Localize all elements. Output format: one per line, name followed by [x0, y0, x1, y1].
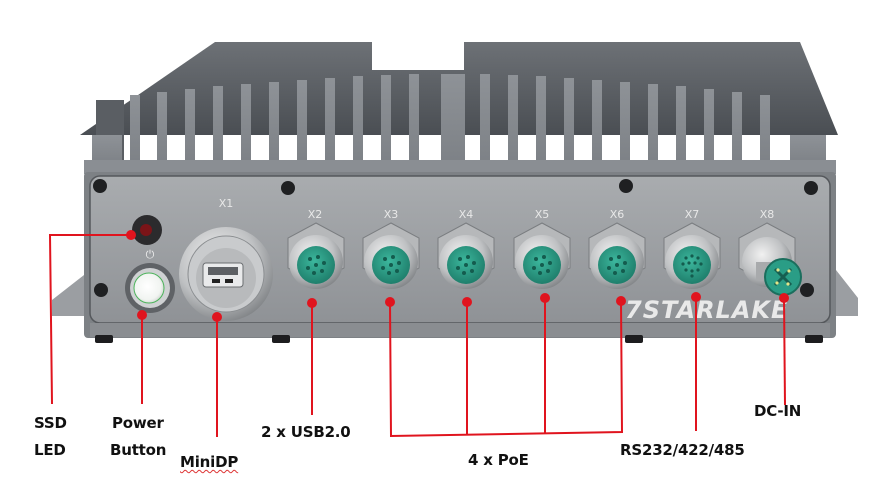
- callout-lines: [48, 234, 786, 438]
- callout-serial: RS232/422/485: [620, 441, 745, 459]
- port-label-x4: X4: [459, 208, 474, 221]
- serial-port-x7[interactable]: [663, 222, 721, 289]
- poe-port-x5[interactable]: [513, 222, 571, 289]
- usb-port-x2[interactable]: [287, 222, 345, 289]
- port-label-x7: X7: [685, 208, 700, 221]
- callout-dots: [126, 230, 789, 322]
- power-icon: ⏻: [146, 248, 155, 261]
- port-labels: X1 X2 X3 X4 X5 X6 X7 X8: [219, 197, 775, 221]
- callout-ssd-led-line2: LED: [34, 441, 66, 459]
- port-label-x3: X3: [384, 208, 399, 221]
- right-mount-bracket: [836, 270, 858, 316]
- port-label-x1: X1: [219, 197, 234, 210]
- m12-connectors: [287, 222, 802, 296]
- callout-poe: 4 x PoE: [468, 451, 529, 469]
- port-label-x2: X2: [308, 208, 323, 221]
- callout-dc-in: DC-IN: [754, 402, 802, 420]
- port-label-x6: X6: [610, 208, 625, 221]
- port-label-x5: X5: [535, 208, 550, 221]
- minidp-port-x1[interactable]: [179, 227, 273, 321]
- callout-usb: 2 x USB2.0: [261, 423, 351, 441]
- callout-power-button: Power Button: [110, 410, 166, 464]
- poe-port-x4[interactable]: [437, 222, 495, 289]
- dc-in-port-x8[interactable]: [738, 222, 802, 296]
- brand-logo: 7STARLAKE: [625, 296, 788, 324]
- callout-ssd-led-line1: SSD: [34, 414, 67, 432]
- power-button[interactable]: ⏻: [125, 248, 175, 313]
- port-label-x8: X8: [760, 208, 775, 221]
- left-mount-bracket: [52, 275, 84, 316]
- usb-port-x3[interactable]: [362, 222, 420, 289]
- callout-ssd-led: SSD LED: [34, 410, 67, 464]
- poe-port-x6[interactable]: [588, 222, 646, 289]
- ssd-led-indicator: [132, 215, 162, 245]
- callout-minidp: MiniDP: [180, 453, 239, 471]
- callout-power-button-line1: Power: [112, 414, 164, 432]
- callout-power-button-line2: Button: [110, 441, 167, 459]
- heatsink: [80, 42, 838, 174]
